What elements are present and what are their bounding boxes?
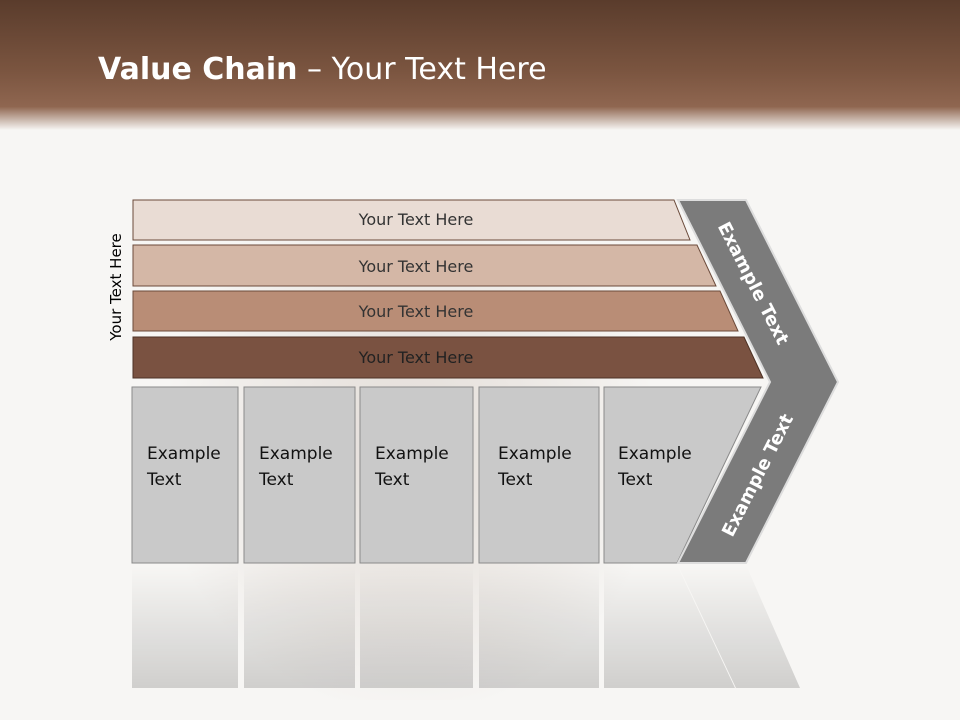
support-row-shape xyxy=(132,199,691,241)
reflection-column xyxy=(360,565,473,688)
support-row-shape xyxy=(132,290,739,332)
primary-column-line1: Example xyxy=(259,444,333,464)
header-band: Value Chain – Your Text Here xyxy=(0,0,960,130)
support-row: Your Text Here xyxy=(132,290,739,332)
primary-column-shape xyxy=(478,386,600,564)
reflection xyxy=(132,565,800,688)
support-row-label: Your Text Here xyxy=(358,257,474,276)
support-activities: Your Text Here Your Text Here Your Text … xyxy=(132,199,764,379)
primary-column-line1: Example xyxy=(375,444,449,464)
support-row: Your Text Here xyxy=(132,199,691,241)
primary-column-line2: Text xyxy=(617,470,653,490)
primary-column-line1: Example xyxy=(618,444,692,464)
primary-column-line2: Text xyxy=(146,470,182,490)
primary-column: Example Text xyxy=(359,386,474,564)
primary-column: Example Text xyxy=(478,386,600,564)
support-row: Your Text Here xyxy=(132,336,764,379)
primary-column-line2: Text xyxy=(258,470,294,490)
page-title: Value Chain – Your Text Here xyxy=(98,52,547,87)
primary-column-shape xyxy=(359,386,474,564)
side-label: Your Text Here xyxy=(107,233,125,341)
primary-column: Example Text xyxy=(243,386,356,564)
primary-column-shape xyxy=(131,386,239,564)
chevron-shape xyxy=(676,199,840,564)
support-row-shape xyxy=(132,336,764,379)
primary-column-shape xyxy=(243,386,356,564)
support-row-label: Your Text Here xyxy=(358,348,474,367)
reflection-column xyxy=(244,565,355,688)
primary-column-line2: Text xyxy=(374,470,410,490)
reflection-column xyxy=(604,565,735,688)
support-row-shape xyxy=(132,244,717,287)
primary-activities: Example Text Example Text Example Text E… xyxy=(131,386,762,564)
primary-column-line1: Example xyxy=(498,444,572,464)
primary-column-line1: Example xyxy=(147,444,221,464)
support-row-label: Your Text Here xyxy=(358,302,474,321)
title-bold: Value Chain xyxy=(98,52,298,87)
primary-column: Example Text xyxy=(131,386,239,564)
reflection-chevron xyxy=(678,565,800,688)
title-rest: – Your Text Here xyxy=(297,52,547,87)
primary-column: Example Text xyxy=(603,386,762,564)
reflection-column xyxy=(132,565,238,688)
reflection-column xyxy=(479,565,599,688)
primary-column-line2: Text xyxy=(497,470,533,490)
support-row: Your Text Here xyxy=(132,244,717,287)
support-row-label: Your Text Here xyxy=(358,210,474,229)
